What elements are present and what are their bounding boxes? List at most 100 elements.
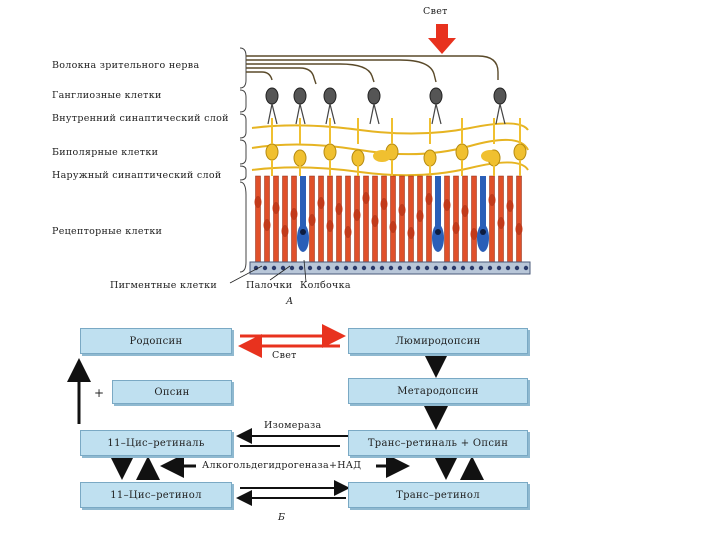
- box-cis-retinal: 11–Цис–ретиналь: [80, 430, 232, 456]
- ganglion-dendrite: [329, 103, 336, 125]
- box-metarhodopsin: Метародопсин: [348, 378, 528, 404]
- ganglion-dendrite: [431, 103, 437, 125]
- rod-nucleus: [290, 208, 298, 220]
- cone-body: [432, 224, 444, 252]
- rod-cell: [507, 175, 513, 263]
- cone-body: [477, 224, 489, 252]
- rod-cell: [489, 175, 495, 263]
- cone-nucleus: [300, 229, 306, 235]
- pigment-cell: [325, 265, 331, 271]
- box-cis-retinol: 11–Цис–ретинол: [80, 482, 232, 508]
- box-opsin: Опсин: [112, 380, 232, 404]
- pigment-cell: [487, 265, 493, 271]
- retina-diagram: [229, 24, 531, 284]
- rod-nucleus: [263, 219, 271, 231]
- light-arrow: [428, 24, 456, 54]
- pigment-cell: [352, 265, 358, 271]
- layer-brackets: [239, 47, 247, 273]
- ganglion-dendrite: [267, 103, 273, 125]
- retina-cells: [254, 87, 527, 263]
- bipolar-cell: [265, 143, 279, 161]
- rod-nucleus: [443, 199, 451, 211]
- rod-nucleus: [317, 197, 325, 209]
- pigment-cell: [307, 265, 313, 271]
- ganglion-cell: [265, 87, 279, 105]
- rod-nucleus: [344, 226, 352, 238]
- label-pigment-cells: Пигментные клетки: [110, 280, 217, 291]
- rod-nucleus: [326, 220, 334, 232]
- pigment-cell: [298, 265, 304, 271]
- ganglion-dendrite: [435, 103, 442, 125]
- plus-sign: +: [94, 386, 105, 400]
- layer-label-outer-synaptic: Наружный синаптический слой: [52, 170, 222, 181]
- layer-label-inner-synaptic: Внутренний синаптический слой: [52, 113, 229, 124]
- pigment-cell: [370, 265, 376, 271]
- amacrine-cell: [481, 150, 499, 162]
- ganglion-dendrite: [299, 103, 306, 125]
- light-label-cycle: Свет: [272, 350, 297, 361]
- rod-cell: [318, 175, 324, 263]
- pigment-cell: [424, 265, 430, 271]
- light-label-top: Свет: [423, 6, 448, 17]
- panel-letter-a: А: [286, 296, 294, 307]
- ganglion-cell: [493, 87, 507, 105]
- rod-cell: [462, 175, 468, 263]
- pigment-cell: [442, 265, 448, 271]
- cone-cell: [435, 176, 441, 226]
- rod-nucleus: [506, 200, 514, 212]
- rod-cell: [282, 175, 288, 263]
- rod-cell: [381, 175, 387, 263]
- rod-nucleus: [281, 225, 289, 237]
- rod-nucleus: [497, 217, 505, 229]
- ganglion-dendrite: [325, 103, 331, 125]
- rod-cell: [426, 175, 432, 263]
- pigment-cell: [253, 265, 259, 271]
- ganglion-dendrite: [271, 103, 278, 125]
- bipolar-cell: [513, 143, 527, 161]
- layer-label-optic-fibers: Волокна зрительного нерва: [52, 60, 200, 71]
- rod-nucleus: [488, 194, 496, 206]
- pigment-cell: [316, 265, 322, 271]
- pigment-dots: [253, 265, 529, 271]
- label-cone: Колбочка: [300, 280, 351, 291]
- rod-cell: [363, 175, 369, 263]
- adh-label: Алкогольдегидрогеназа+НАД: [202, 460, 362, 471]
- layer-label-bipolar: Биполярные клетки: [52, 147, 159, 158]
- box-lumirhodopsin: Люмиродопсин: [348, 328, 528, 354]
- box-rhodopsin: Родопсин: [80, 328, 232, 354]
- ganglion-dendrite: [495, 103, 501, 125]
- pigment-cell: [289, 265, 295, 271]
- rod-cell: [336, 175, 342, 263]
- label-rods: Палочки: [246, 280, 293, 291]
- cone-body: [297, 224, 309, 252]
- pigment-cell: [334, 265, 340, 271]
- pigment-cell: [496, 265, 502, 271]
- cone-nucleus: [480, 229, 486, 235]
- pigment-cell: [397, 265, 403, 271]
- rod-nucleus: [425, 193, 433, 205]
- rod-cell: [327, 175, 333, 263]
- pigment-cell: [262, 265, 268, 271]
- pigment-cell: [406, 265, 412, 271]
- rod-nucleus: [308, 214, 316, 226]
- rod-nucleus: [254, 196, 262, 208]
- rod-nucleus: [515, 223, 523, 235]
- cone-cell: [300, 176, 306, 226]
- rod-nucleus: [389, 221, 397, 233]
- rod-cell: [399, 175, 405, 263]
- pigment-cell: [343, 265, 349, 271]
- rod-nucleus: [461, 205, 469, 217]
- isomerase-label: Изомераза: [264, 420, 322, 431]
- rod-nucleus: [371, 215, 379, 227]
- rod-nucleus: [362, 192, 370, 204]
- box-trans-retinal-opsin: Транс–ретиналь + Опсин: [348, 430, 528, 456]
- ganglion-dendrite: [499, 103, 506, 125]
- pigment-cell: [460, 265, 466, 271]
- nerve-fibers: [246, 55, 499, 85]
- rod-cell: [471, 175, 477, 263]
- ganglion-dendrite: [369, 103, 375, 125]
- pigment-cell: [478, 265, 484, 271]
- rod-cell: [408, 175, 414, 263]
- rod-cell: [273, 175, 279, 263]
- cone-cell: [480, 176, 486, 226]
